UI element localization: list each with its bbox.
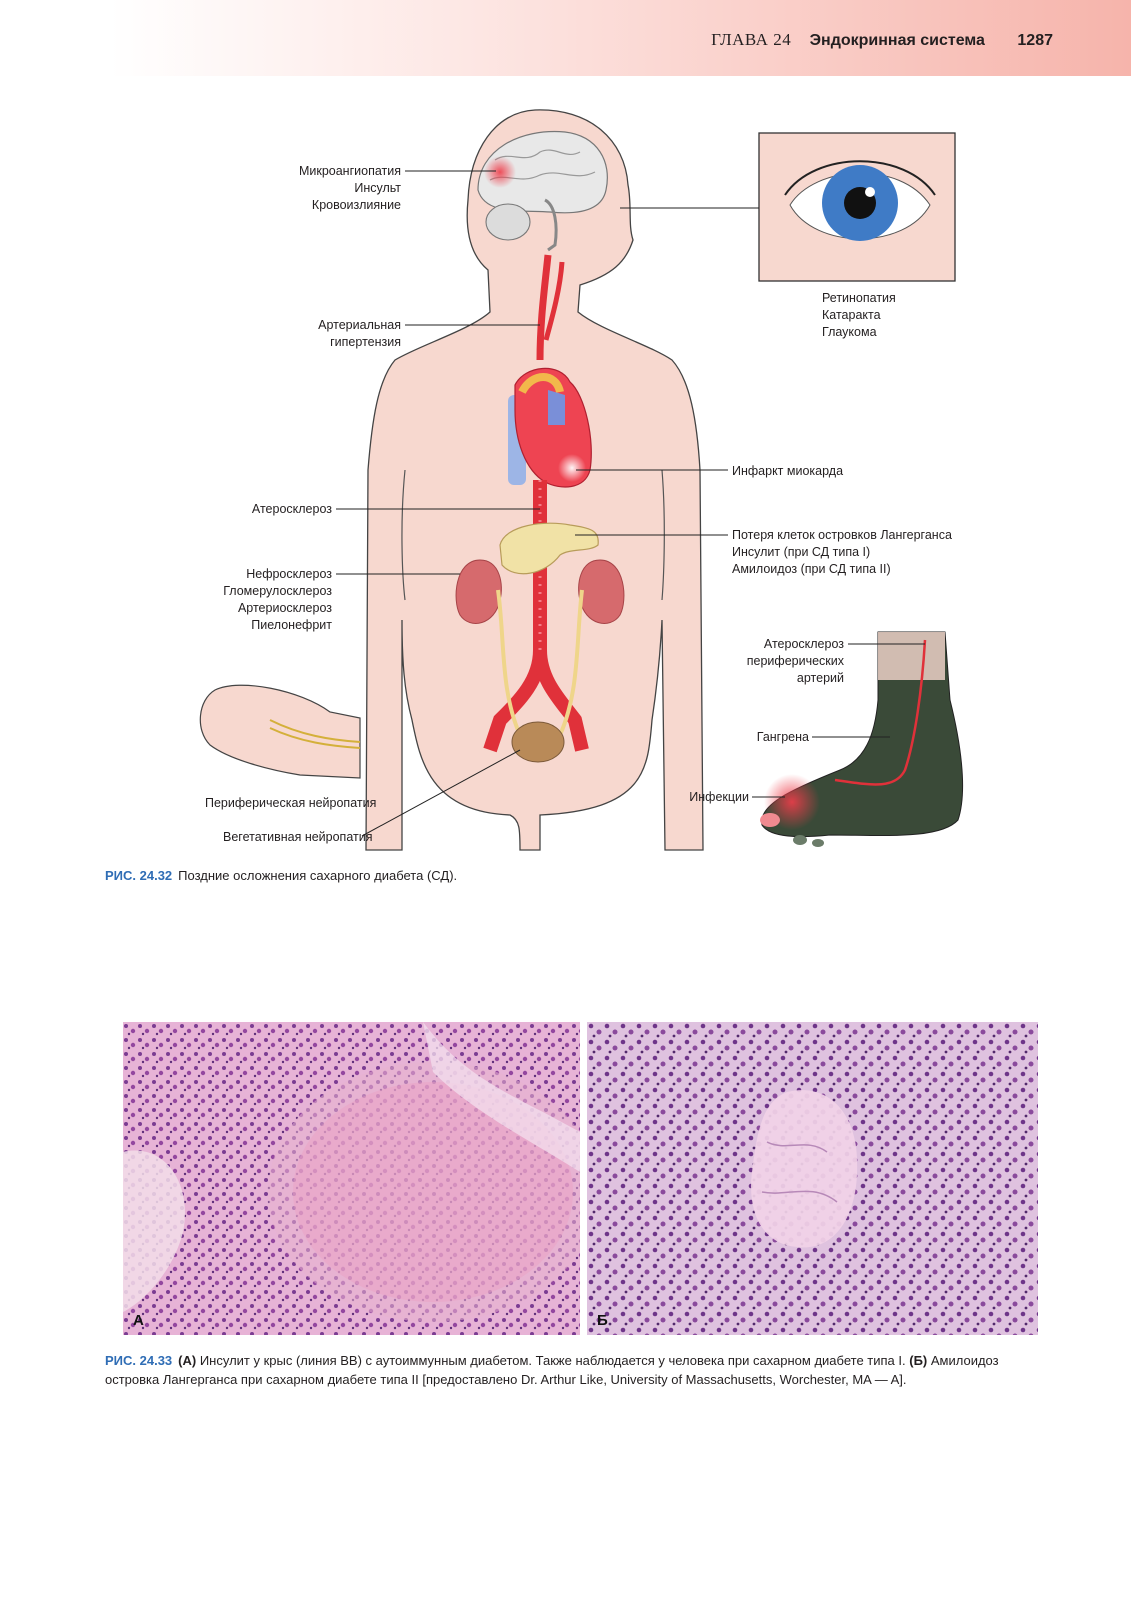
label-gangrene: Гангрена [756, 730, 809, 744]
diabetes-complications-illustration [198, 109, 964, 851]
label-pancreas-complications: Потеря клеток островков Лангерганса Инсу… [732, 528, 952, 576]
foot-inset [760, 631, 964, 847]
label-atherosclerosis: Атеросклероз [251, 502, 332, 516]
label-kidney-complications: Нефросклероз Гломерулосклероз Артериоскл… [223, 567, 332, 632]
chapter-title: Эндокринная система [809, 32, 985, 49]
micrograph-panel-b: Б [587, 1022, 1038, 1335]
label-infarct: Инфаркт миокарда [732, 464, 844, 478]
heart [508, 367, 592, 488]
page-number: 1287 [1017, 32, 1053, 49]
header-band [110, 0, 1131, 76]
figure-number: РИС. 24.33 [105, 1353, 173, 1368]
eye-inset [758, 132, 956, 282]
label-hypertension: Артериальная гипертензия [318, 318, 401, 349]
figure-number: РИС. 24.32 [105, 868, 173, 883]
caption-marker-a: (А) [178, 1353, 197, 1368]
leader-lines [336, 170, 925, 837]
chapter-label: ГЛАВА 24 [711, 30, 792, 49]
hand-inset [198, 684, 361, 780]
label-brain-complications: Микроангиопатия Инсульт Кровоизлияние [298, 164, 401, 212]
caption-text-b: Амилоидоз островка Лангерганса при сахар… [105, 1353, 999, 1387]
figure-24-33-caption: РИС. 24.33 (А) Инсулит у крыс (линия ВВ) … [105, 1351, 1055, 1389]
panel-b-label: Б [597, 1312, 608, 1329]
label-infections: Инфекции [689, 790, 749, 804]
panel-a-label: А [133, 1312, 144, 1329]
micrograph-panel-a: А [123, 1022, 580, 1335]
aorta [483, 480, 589, 753]
carotid-artery [536, 254, 565, 361]
pancreas [499, 522, 599, 575]
label-autonomic-neuropathy: Вегетативная нейропатия [223, 830, 373, 844]
label-peripheral-atherosclerosis: Атеросклероз периферических артерий [746, 637, 844, 685]
kidneys [455, 559, 625, 763]
caption-marker-b: (Б) [909, 1353, 928, 1368]
label-peripheral-neuropathy: Периферическая нейропатия [205, 796, 377, 810]
human-body [365, 109, 704, 851]
caption-text-a: Инсулит у крыс (линия ВВ) с аутоиммунным… [196, 1353, 910, 1368]
label-eye-complications: Ретинопатия Катаракта Глаукома [822, 291, 896, 339]
figure-24-32-caption: РИС. 24.32 Поздние осложнения сахарного д… [105, 866, 1035, 885]
caption-text: Поздние осложнения сахарного диабета (СД… [178, 868, 458, 883]
brain [477, 130, 608, 252]
running-header: ГЛАВА 24 Эндокринная система 1287 [711, 30, 1053, 50]
